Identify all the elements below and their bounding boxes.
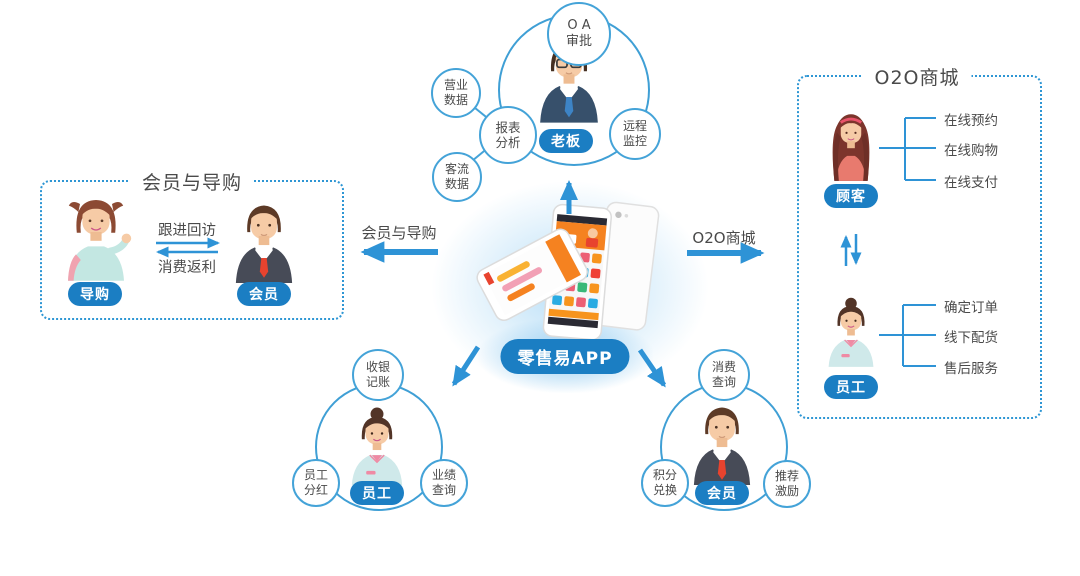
staff-label-bottom: 员工 [350,481,404,505]
guide-label: 导购 [68,282,122,306]
remote-monitor-node: 远程 监控 [609,108,661,160]
member-avatar-bottom [684,399,760,486]
member-label-left: 会员 [237,282,291,306]
o2o-mall-box-title: O2O商城 [862,63,972,90]
business-data-node: 营业 数据 [431,68,481,118]
staff-dividend-node: 员工 分红 [292,459,340,507]
online-payment-item: 在线支付 [944,175,998,191]
oa-approval-node: O A 审批 [547,2,611,66]
confirm-order-item: 确定订单 [944,300,998,316]
staff-avatar-right [819,284,883,378]
customer-label: 顾客 [824,184,878,208]
guide-avatar [56,188,136,284]
offline-distribution-item: 线下配货 [944,330,998,346]
online-booking-item: 在线预约 [944,113,998,129]
online-shopping-item: 在线购物 [944,143,998,159]
staff-label-right: 员工 [824,375,878,399]
customer-flow-data-node: 客流 数据 [432,152,482,202]
consumption-query-node: 消费 查询 [698,349,750,401]
rebate-label: 消费返利 [158,260,216,276]
cashier-accounting-node: 收银 记账 [352,349,404,401]
report-analysis-node: 报表 分析 [479,106,537,164]
after-sales-item: 售后服务 [944,361,998,377]
left-arrow-label: 会员与导购 [361,224,437,242]
follow-up-label: 跟进回访 [158,223,216,239]
member-guide-box-title: 会员与导购 [129,168,255,195]
right-arrow-label: O2O商城 [692,229,756,247]
performance-query-node: 业绩 查询 [420,459,468,507]
referral-incentive-node: 推荐 激励 [763,460,811,508]
member-avatar-left [226,197,302,284]
boss-label: 老板 [539,129,593,153]
customer-avatar [819,100,883,190]
staff-avatar-bottom [341,403,413,487]
app-label: 零售易APP [500,339,630,374]
member-label-bottom: 会员 [695,481,749,505]
points-exchange-node: 积分 兑换 [641,459,689,507]
phones-illustration [476,201,660,341]
